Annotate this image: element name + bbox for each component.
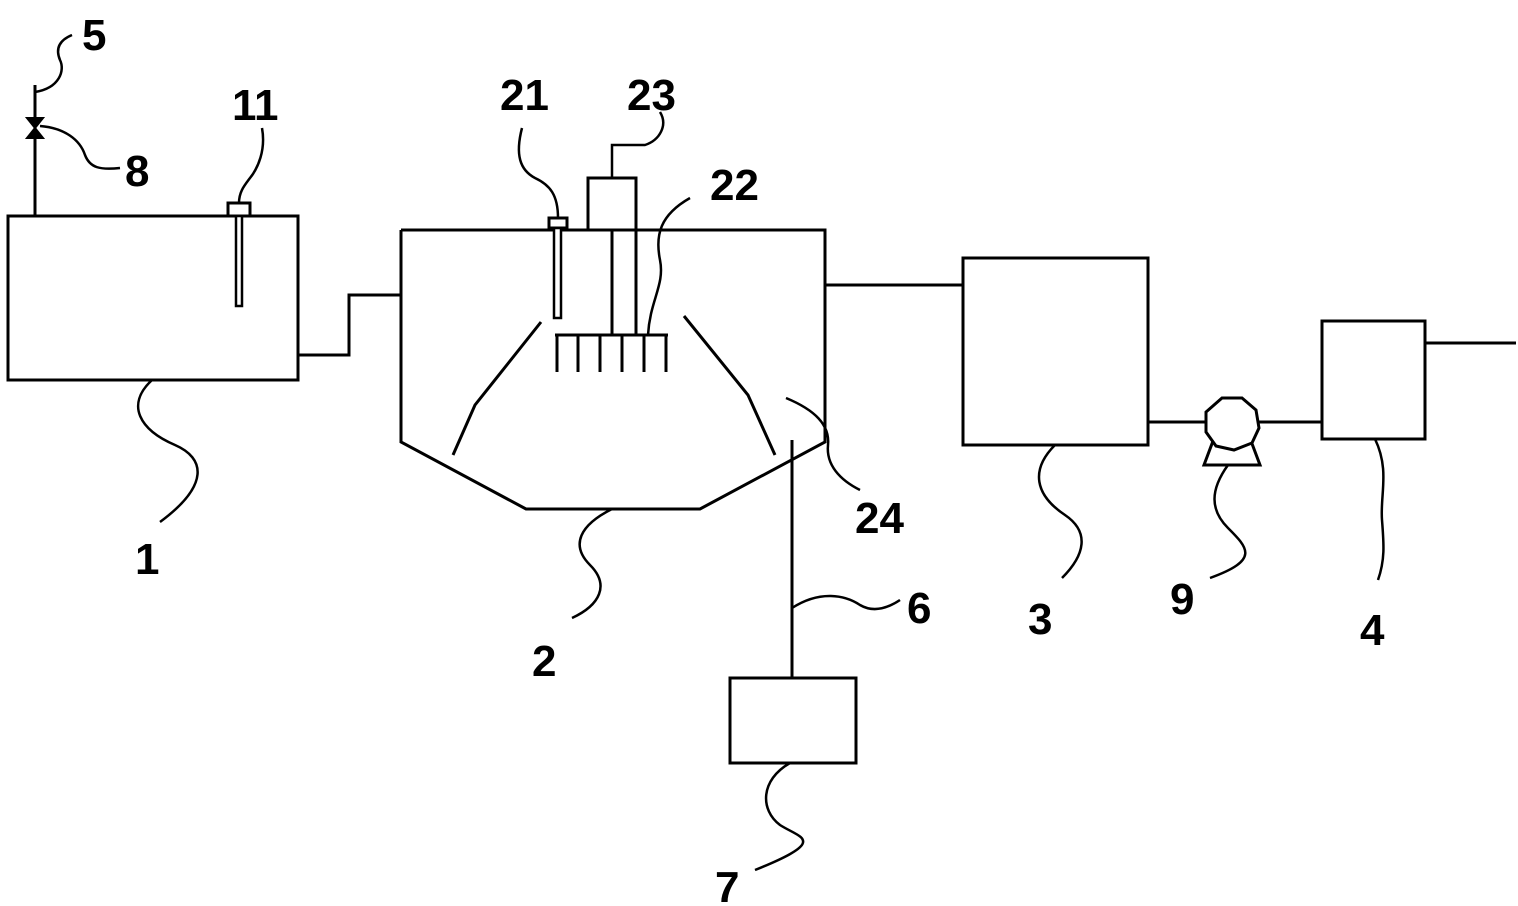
leader-23: [610, 111, 665, 178]
leader-3: [1037, 444, 1083, 579]
label-22: 22: [710, 161, 759, 210]
reactor-2-body: [399, 228, 827, 511]
label-9: 9: [1170, 575, 1194, 624]
leader-1: [136, 379, 199, 524]
reactor-2: [399, 176, 827, 511]
leader-21: [517, 127, 560, 219]
pump-9-icon: [1201, 396, 1263, 467]
leader-24: [785, 396, 861, 492]
leader-8: [39, 124, 121, 170]
tank-3: [961, 256, 1150, 447]
probe-11-rod: [234, 214, 244, 308]
leader-22: [646, 196, 691, 336]
label-8: 8: [125, 147, 149, 196]
pipe-1-to-2: [298, 293, 401, 357]
baffle-right-24: [682, 315, 777, 456]
leader-6: [791, 594, 901, 611]
label-1: 1: [135, 535, 159, 584]
label-4: 4: [1360, 606, 1385, 655]
probe-11-cap: [226, 201, 252, 218]
label-23: 23: [627, 71, 676, 120]
tank-1-body: [6, 214, 300, 382]
probe-21-rod: [552, 226, 563, 320]
tank-1: [6, 85, 300, 382]
leader-4: [1373, 438, 1385, 581]
label-2: 2: [532, 637, 556, 686]
probe-21-cap: [547, 216, 569, 230]
label-7: 7: [715, 863, 739, 906]
leader-5: [34, 33, 73, 94]
leader-11: [237, 127, 265, 204]
leader-2: [571, 507, 613, 620]
label-3: 3: [1028, 595, 1052, 644]
leader-7: [754, 761, 805, 872]
label-21: 21: [500, 71, 549, 120]
label-5: 5: [82, 11, 106, 60]
label-6: 6: [907, 584, 931, 633]
leader-9: [1209, 464, 1247, 580]
valve-8-icon: [24, 117, 46, 139]
label-24: 24: [855, 494, 904, 543]
label-11: 11: [232, 81, 279, 130]
collector-7: [728, 676, 858, 765]
baffle-left: [451, 321, 543, 456]
tank-4: [1320, 319, 1427, 441]
motor-23: [586, 176, 638, 232]
